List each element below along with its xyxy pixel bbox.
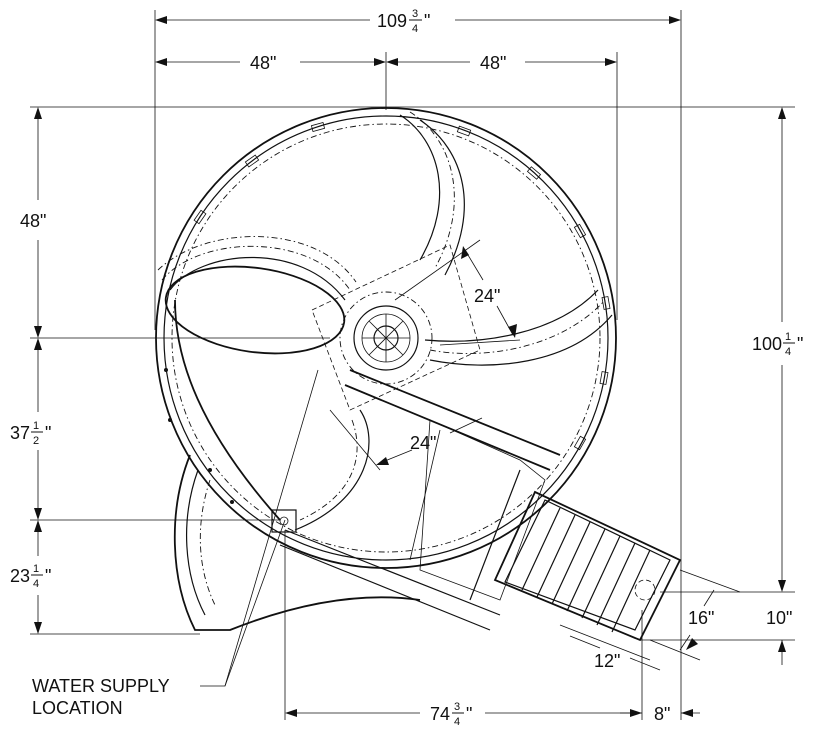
dim-ladder-offset: 16": [688, 608, 714, 628]
dim-bottom-width: 74 3 4 ": [430, 701, 472, 728]
dimension-lines: [34, 16, 786, 717]
water-supply-bracket: [271, 509, 297, 533]
dim-low-depth: 23 1 4 ": [10, 563, 51, 590]
svg-text:4: 4: [412, 23, 418, 35]
svg-text:23: 23: [10, 566, 30, 586]
svg-text:2: 2: [33, 435, 39, 447]
svg-text:4: 4: [33, 578, 39, 590]
svg-text:": ": [45, 423, 51, 443]
svg-text:": ": [466, 704, 472, 724]
svg-text:3: 3: [412, 8, 418, 20]
svg-text:109: 109: [377, 11, 407, 31]
dim-ladder-clearance: 10": [766, 608, 792, 628]
dim-ladder-step: 12": [594, 651, 620, 671]
svg-text:37: 37: [10, 423, 30, 443]
water-supply-label-line2: LOCATION: [32, 698, 123, 718]
water-supply-label-line1: WATER SUPPLY: [32, 676, 170, 696]
svg-text:1: 1: [33, 563, 39, 575]
dim-inner-radius-upper: 24": [474, 286, 500, 306]
svg-text:": ": [797, 334, 803, 354]
svg-text:100: 100: [752, 334, 782, 354]
svg-text:": ": [424, 11, 430, 31]
dim-right-half: 48": [480, 53, 506, 73]
svg-text:4: 4: [454, 716, 460, 728]
slide-structure: [155, 107, 682, 642]
svg-text:74: 74: [430, 704, 450, 724]
svg-text:": ": [45, 566, 51, 586]
svg-text:3: 3: [454, 701, 460, 713]
extension-lines: [30, 10, 795, 720]
rim-bolts: [164, 122, 611, 504]
svg-text:1: 1: [33, 420, 39, 432]
dim-left-half: 48": [250, 53, 276, 73]
dim-overall-width: 109 3 4 ": [377, 8, 430, 35]
svg-text:1: 1: [785, 331, 791, 343]
dim-mid-depth: 37 1 2 ": [10, 420, 51, 447]
dim-inner-radius-lower: 24": [410, 433, 436, 453]
water-supply-leader-2: [224, 519, 286, 687]
dim-bottom-right: 8": [654, 704, 670, 724]
dim-top-depth: 48": [20, 211, 46, 231]
ladder: [493, 490, 682, 642]
dim-overall-depth: 100 1 4 ": [752, 331, 803, 358]
svg-text:4: 4: [785, 346, 791, 358]
